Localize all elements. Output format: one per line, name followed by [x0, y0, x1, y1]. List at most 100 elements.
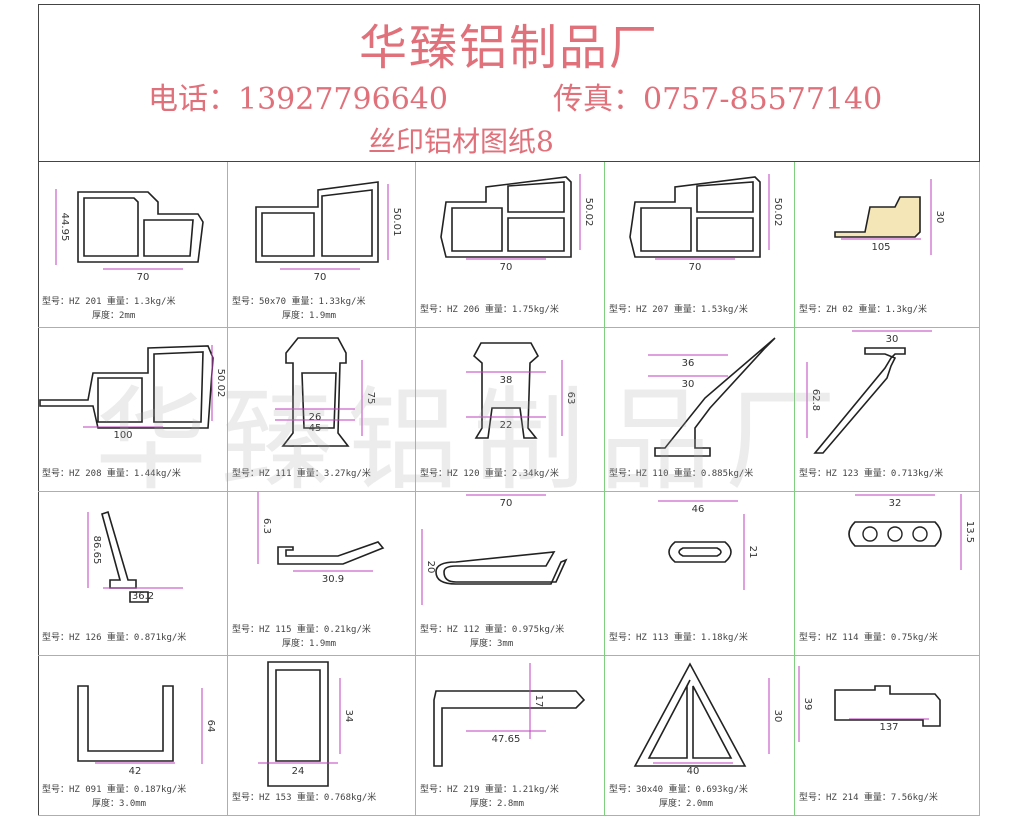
dimension-label: 63 [565, 392, 576, 405]
dimension-label: 50.01 [391, 208, 402, 237]
dimension-label: 34 [343, 710, 354, 723]
dimension-label: 86.65 [91, 536, 102, 565]
dimension-label: 70 [689, 262, 702, 273]
model-weight-label: 型号：HZ 091 重量：0.187kg/米 [42, 785, 187, 795]
profile-outline [277, 541, 385, 565]
profile-drawing: 32 13.5 [848, 494, 975, 570]
model-weight-label: 型号：HZ 208 重量：1.44kg/米 [42, 469, 181, 479]
model-weight-label: 型号：HZ 111 重量：3.27kg/米 [232, 469, 371, 479]
dimension-label: 75 [365, 392, 376, 405]
thickness-label: 厚度：1.9mm [282, 311, 337, 321]
profile-drawing: 86.65 36.2 [87, 510, 183, 603]
dimension-label: 36 [682, 358, 695, 369]
profile-outline [281, 337, 350, 447]
dimension-label: 22 [500, 420, 513, 431]
thickness-label: 厚度：1.9mm [282, 639, 337, 649]
thickness-label: 厚度：3mm [470, 639, 514, 649]
profile-outline [848, 521, 942, 547]
model-weight-label: 型号：HZ 120 重量：2.34kg/米 [420, 469, 559, 479]
dimension-label: 50.02 [215, 369, 226, 398]
dimension-label: 36.2 [132, 591, 154, 602]
dimension-label: 70 [500, 498, 513, 509]
model-weight-label: 型号：HZ 110 重量：0.885kg/米 [609, 469, 754, 479]
profile-outline [834, 196, 921, 238]
dimension-label: 46 [692, 504, 705, 515]
profile-drawing: 46 21 [658, 500, 758, 590]
profile-cell: 50.02 100 型号：HZ 208 重量：1.44kg/米 [38, 328, 228, 492]
thickness-label: 厚度：2mm [92, 311, 136, 321]
profile-drawing: 50.01 70 [255, 181, 402, 283]
fax-number: 传真：0757-85577140 [553, 82, 883, 117]
profile-hole [887, 526, 903, 542]
page-title: 华臻铝制品厂 [358, 20, 659, 76]
profile-outline [629, 176, 761, 258]
profile-drawing: 50.02 70 [440, 174, 594, 273]
dimension-label: 38 [500, 375, 513, 386]
profile-hole [862, 526, 878, 542]
drawing-subtitle: 丝印铝材图纸8 [368, 125, 554, 158]
model-weight-label: 型号：HZ 206 重量：1.75kg/米 [420, 305, 559, 315]
dimension-label: 42 [129, 766, 142, 777]
model-weight-label: 型号：30x40 重量：0.693kg/米 [609, 785, 748, 795]
dimension-label: 64 [205, 720, 216, 733]
dimension-label: 62.8 [810, 389, 821, 411]
dimension-label: 17 [533, 695, 544, 708]
profile-outline [654, 337, 776, 457]
model-weight-label: 型号：HZ 219 重量：1.21kg/米 [420, 785, 559, 795]
profile-outline [77, 191, 204, 263]
profile-cell: 30 40 型号：30x40 重量：0.693kg/米厚度：2.0mm [605, 656, 795, 816]
dimension-label: 20 [425, 561, 436, 574]
profile-drawing: 30 40 [633, 662, 783, 777]
profile-cell: 32 13.5 型号：HZ 114 重量：0.75kg/米 [795, 492, 980, 656]
profile-outline [39, 345, 214, 429]
dimension-label: 44.95 [59, 213, 70, 242]
profile-drawing: 70 20 [421, 494, 568, 605]
profile-cell: 50.01 70 型号：50x70 重量：1.33kg/米厚度：1.9mm [228, 162, 416, 328]
model-weight-label: 型号：HZ 115 重量：0.21kg/米 [232, 625, 371, 635]
dimension-label: 70 [500, 262, 513, 273]
profile-outline [255, 181, 379, 263]
profile-outline [435, 551, 568, 585]
dimension-label: 137 [879, 722, 898, 733]
dimension-label: 100 [113, 430, 132, 441]
profile-outline [813, 347, 906, 454]
dimension-label: 30 [886, 334, 899, 345]
profile-drawing: 62.8 30 [806, 330, 932, 454]
dimension-label: 13.5 [964, 521, 975, 543]
profile-cell: 50.02 70 型号：HZ 206 重量：1.75kg/米 [416, 162, 605, 328]
thickness-label: 厚度：2.0mm [659, 799, 714, 809]
dimension-label: 26 [309, 412, 322, 423]
model-weight-label: 型号：50x70 重量：1.33kg/米 [232, 297, 366, 307]
model-weight-label: 型号：HZ 123 重量：0.713kg/米 [799, 469, 944, 479]
thickness-label: 厚度：2.8mm [470, 799, 525, 809]
dimension-label: 45 [309, 423, 322, 434]
dimension-label: 47.65 [492, 734, 521, 745]
profile-outline [472, 342, 540, 439]
dimension-label: 30 [772, 710, 783, 723]
model-weight-label: 型号：HZ 114 重量：0.75kg/米 [799, 633, 938, 643]
profile-drawing: 64 42 [77, 685, 216, 777]
dimension-label: 50.02 [583, 198, 594, 227]
dimension-label: 21 [747, 546, 758, 559]
phone-number: 电话：13927796640 [148, 82, 448, 117]
dimension-label: 32 [889, 498, 902, 509]
dimension-label: 70 [314, 272, 327, 283]
dimension-label: 24 [292, 766, 305, 777]
model-weight-label: 型号：ZH 02 重量：1.3kg/米 [799, 305, 928, 315]
profile-outline [834, 685, 941, 727]
dimension-label: 40 [687, 766, 700, 777]
